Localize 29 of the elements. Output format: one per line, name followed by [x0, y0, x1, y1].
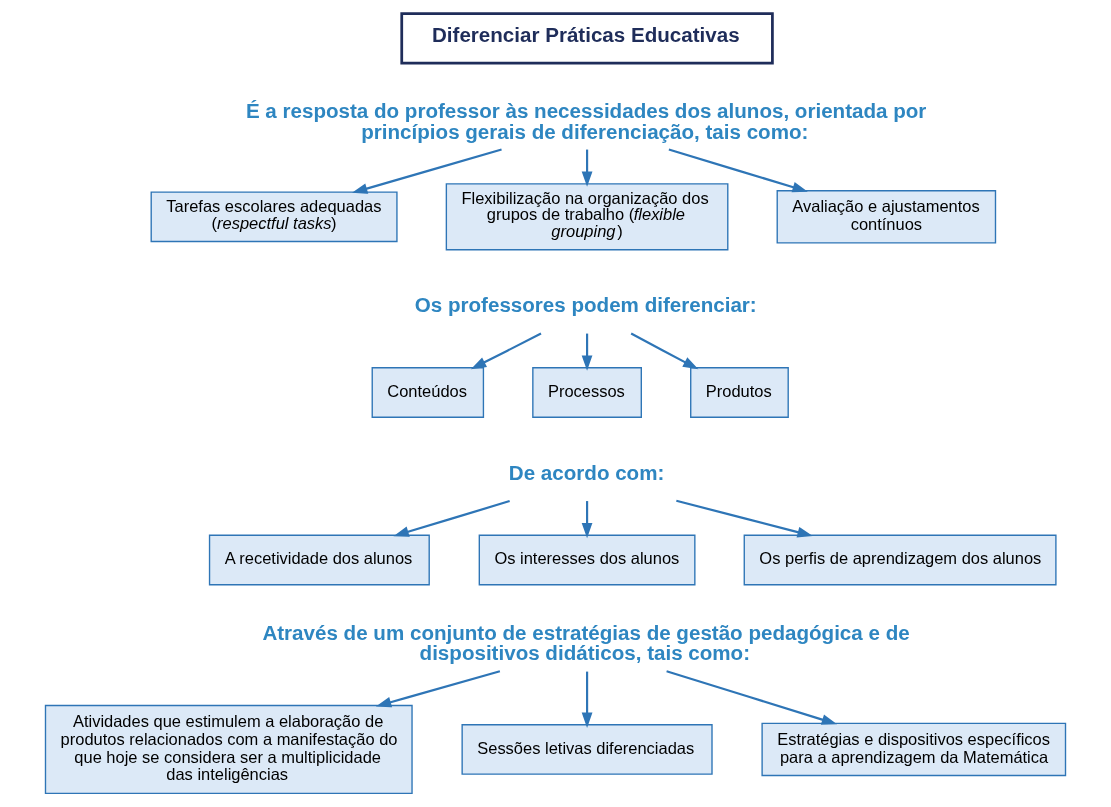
- node-box: Tarefas escolares adequadas (respectful tasks): [150, 191, 398, 243]
- node-text: De acordo com:: [508, 460, 665, 484]
- arrow: [666, 670, 838, 725]
- node-box: Os interesses dos alunos: [478, 534, 696, 586]
- arrow: [581, 671, 593, 728]
- node-text: Os professores podem diferenciar:: [414, 293, 757, 317]
- arrow: [676, 499, 813, 538]
- arrow: [470, 332, 542, 370]
- node-box: Processos: [532, 367, 642, 418]
- node-text: É a resposta do professor às necessidades dos alunos, orientada por princípios gerais de diferenciação, tais como:: [245, 98, 927, 143]
- arrow: [352, 148, 502, 194]
- node-box: Produtos: [690, 367, 789, 418]
- arrow: [581, 501, 593, 539]
- arrow: [581, 333, 593, 371]
- arrow: [581, 149, 593, 187]
- arrow: [668, 148, 808, 193]
- node-box: Os perfis de aprendizagem dos alunos: [743, 534, 1057, 586]
- node-box: Atividades que estimulem a elaboração de produtos relacionados com a manifestação do que hoje se considera ser a multiplicidade das inteligências: [44, 704, 413, 795]
- arrow: [393, 500, 510, 537]
- node-box: Diferenciar Práticas Educativas: [400, 12, 774, 65]
- node-box: Flexibilização na organização dos grupos de trabalho (flexible grouping): [445, 183, 729, 251]
- arrow: [375, 670, 501, 708]
- node-text: Através de um conjunto de estratégias de gestão pedagógica e de dispositivos didáticos, tais como:: [262, 620, 910, 665]
- node-box: Estratégias e dispositivos específicos para a aprendizagem da Matemática: [761, 722, 1067, 777]
- node-box: Avaliação e ajustamentos contínuos: [776, 190, 997, 244]
- node-box: Conteúdos: [371, 367, 485, 418]
- arrow: [630, 332, 699, 370]
- node-box: A recetividade dos alunos: [208, 534, 430, 586]
- node-box: Sessões letivas diferenciadas: [461, 724, 713, 775]
